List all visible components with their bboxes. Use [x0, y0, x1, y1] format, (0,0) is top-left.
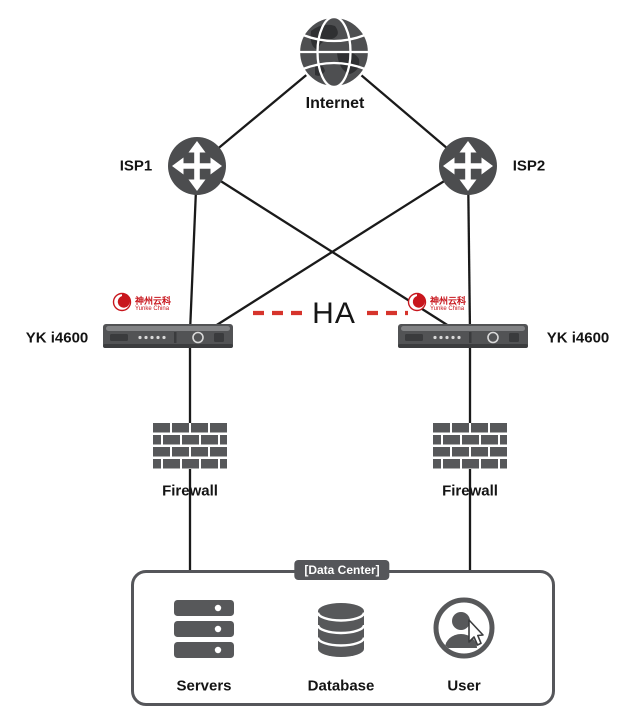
- device-right-appliance-icon: [397, 320, 529, 352]
- firewall-left-icon: [153, 423, 227, 469]
- brand-name: 神州云科: [430, 295, 467, 306]
- device-right-label: YK i4600: [546, 329, 610, 347]
- user-label: User: [447, 677, 481, 695]
- yunke-logo-icon: [112, 292, 132, 317]
- device-right-brand: 神州云科 Yunke China: [407, 292, 466, 317]
- isp1-router-icon: [166, 135, 228, 197]
- brand-subtitle: Yunke China: [430, 306, 465, 313]
- device-left-appliance-icon: [102, 320, 234, 352]
- database-label: Database: [307, 677, 375, 695]
- servers-icon: [174, 600, 234, 658]
- firewall-right-icon: [433, 423, 507, 469]
- firewall-right-label: Firewall: [442, 482, 498, 500]
- user-icon: [432, 596, 496, 660]
- firewall-left-label: Firewall: [162, 482, 218, 500]
- device-left-brand: 神州云科 Yunke China: [112, 292, 171, 317]
- internet-globe-icon: [295, 13, 373, 91]
- database-icon: [316, 602, 366, 658]
- internet-label: Internet: [305, 95, 365, 112]
- yunke-logo-icon: [407, 292, 427, 317]
- ha-label: HA: [303, 297, 365, 331]
- link-isp2-device-left: [211, 165, 469, 329]
- brand-name: 神州云科: [135, 295, 172, 306]
- datacenter-label: [Data Center]: [294, 560, 390, 580]
- servers-label: Servers: [176, 677, 232, 695]
- brand-subtitle: Yunke China: [135, 306, 170, 313]
- isp2-router-icon: [437, 135, 499, 197]
- device-left-label: YK i4600: [25, 329, 89, 347]
- isp1-label: ISP1: [119, 157, 153, 175]
- isp2-label: ISP2: [512, 157, 546, 175]
